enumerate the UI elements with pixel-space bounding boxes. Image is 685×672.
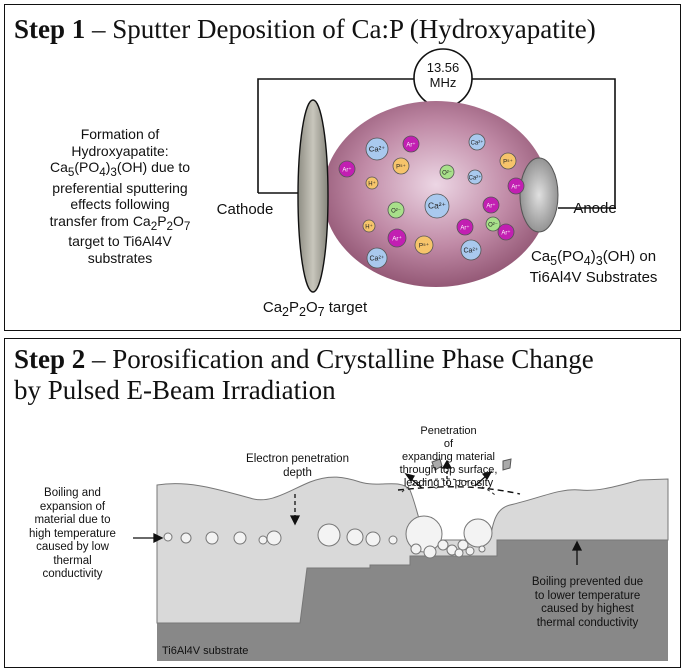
bubbles xyxy=(163,515,493,559)
ion-ar-14: Ar⁺ xyxy=(456,218,474,236)
svg-text:Ar⁺: Ar⁺ xyxy=(460,225,469,232)
rf-frequency-label: 13.56 MHz xyxy=(426,60,460,91)
svg-text:P⁵⁺: P⁵⁺ xyxy=(419,243,429,250)
svg-text:Ca²⁺: Ca²⁺ xyxy=(464,248,479,255)
ion-p-8: H⁺ xyxy=(365,176,379,190)
ion-ar-21: Ar⁺ xyxy=(497,223,515,241)
svg-text:Ar⁺: Ar⁺ xyxy=(486,203,495,210)
svg-text:Ar⁺: Ar⁺ xyxy=(501,230,510,237)
svg-text:Ar⁺: Ar⁺ xyxy=(342,167,351,174)
expansion-dome-line xyxy=(401,478,496,496)
svg-text:O²⁻: O²⁻ xyxy=(442,171,452,177)
substrate-label: Ti6Al4V substrate xyxy=(162,645,249,657)
ti-substrate xyxy=(157,540,668,661)
ion-o-10: O²⁻ xyxy=(387,201,405,219)
ion-o-5: O²⁻ xyxy=(439,164,455,180)
ion-ar-18: Ar⁺ xyxy=(507,177,525,195)
svg-text:Ar⁺: Ar⁺ xyxy=(392,236,402,243)
svg-text:P⁵⁺: P⁵⁺ xyxy=(396,164,406,171)
ion-ar-12: Ar⁺ xyxy=(482,196,500,214)
ion-ca-19: Ca²⁺ xyxy=(366,247,388,269)
ejected-particle-right xyxy=(502,458,512,471)
svg-text:Ca²⁺: Ca²⁺ xyxy=(471,140,484,147)
prevented-label: Boiling prevented due to lower temperatu… xyxy=(531,576,644,629)
ion-ca-0: Ca²⁺ xyxy=(365,137,389,161)
ion-layer: Ca²⁺Ar⁺Ca²⁺Ar⁺P⁵⁺O²⁻P⁵⁺Ca²⁺H⁺O²⁻Ca²⁺Ar⁺O… xyxy=(338,133,525,269)
ion-p-6: P⁵⁺ xyxy=(499,152,517,170)
svg-text:O²⁻: O²⁻ xyxy=(488,223,498,229)
cathode-target xyxy=(297,99,329,293)
substrate-product-label: Ca5(PO4)3(OH) on Ti6Al4V Substrates xyxy=(529,248,658,286)
ion-p-15: H⁺ xyxy=(362,219,376,233)
ion-ca-11: Ca²⁺ xyxy=(424,193,450,219)
ion-p-4: P⁵⁺ xyxy=(392,157,410,175)
ion-ar-3: Ar⁺ xyxy=(338,160,356,178)
boiling-label: Boiling and expansion of material due to… xyxy=(29,487,116,581)
svg-text:H⁺: H⁺ xyxy=(368,181,376,188)
ion-ar-16: Ar⁺ xyxy=(387,228,407,248)
formation-text: Formation of Hydroxyapatite: Ca5(PO4)3(O… xyxy=(49,126,191,266)
svg-text:Ca²⁺: Ca²⁺ xyxy=(370,256,385,263)
step2-title: Step 2 – Porosification and Crystalline … xyxy=(14,344,594,406)
svg-text:Ca²⁺: Ca²⁺ xyxy=(428,201,446,211)
svg-text:Ar⁺: Ar⁺ xyxy=(406,142,415,149)
electron-depth-label: Electron penetration depth xyxy=(246,453,349,479)
ion-p-17: P⁵⁺ xyxy=(414,235,434,255)
penetration-label: Penetration of expanding material throug… xyxy=(399,425,498,489)
circuit-wire xyxy=(257,78,616,209)
svg-text:P⁵⁺: P⁵⁺ xyxy=(503,159,513,166)
target-label: Ca2P2O7 target xyxy=(262,299,368,319)
ion-ca-7: Ca²⁺ xyxy=(467,169,483,185)
ion-ca-20: Ca²⁺ xyxy=(460,239,482,261)
ion-ar-1: Ar⁺ xyxy=(402,135,420,153)
svg-text:Ca²⁺: Ca²⁺ xyxy=(469,175,482,182)
ion-o-13: O²⁻ xyxy=(485,216,501,232)
arrow-up-right xyxy=(474,475,487,487)
anode-label: Anode xyxy=(573,200,617,217)
surface-dashed-line xyxy=(397,486,521,495)
cathode-label: Cathode xyxy=(216,201,274,218)
ion-ca-2: Ca²⁺ xyxy=(468,133,486,151)
anode-substrate xyxy=(519,157,559,233)
svg-text:H⁺: H⁺ xyxy=(365,224,373,231)
svg-text:Ca²⁺: Ca²⁺ xyxy=(369,145,385,154)
ejected-particle-left xyxy=(431,458,443,471)
svg-text:O²⁻: O²⁻ xyxy=(391,209,401,215)
svg-text:Ar⁺: Ar⁺ xyxy=(511,184,520,191)
step1-title: Step 1 – Sputter Deposition of Ca:P (Hyd… xyxy=(14,14,596,44)
